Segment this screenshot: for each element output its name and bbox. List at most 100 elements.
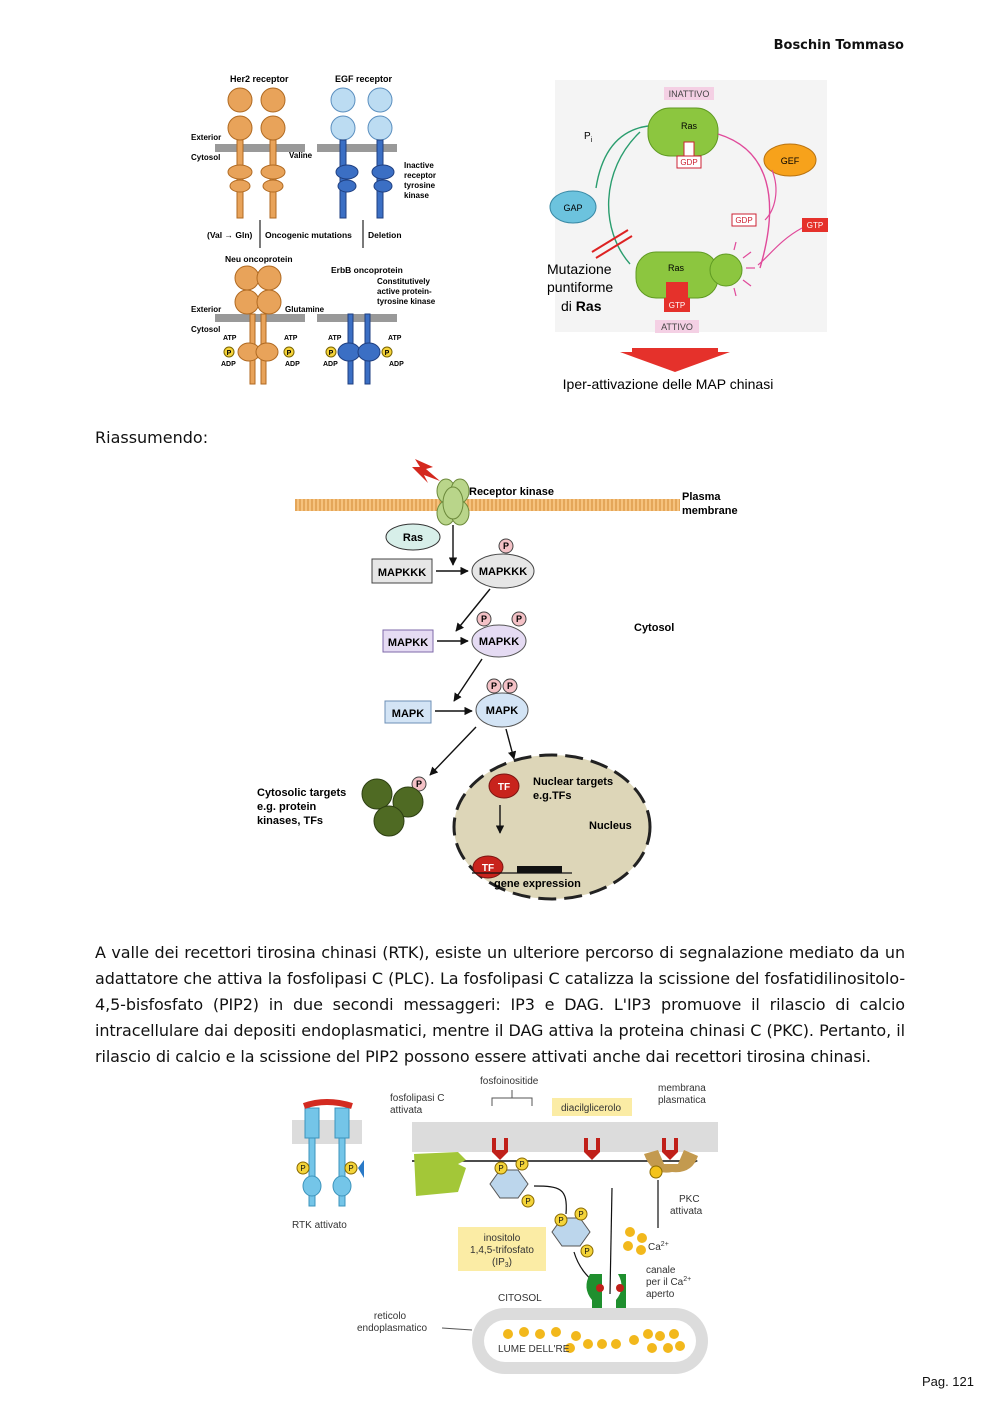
gtp-bound-text: GTP [669, 301, 685, 310]
membrane-rtk-segment [292, 1120, 362, 1144]
phosphate-badges-fig1: P P P P [223, 346, 393, 358]
svg-text:Inactive: Inactive [404, 161, 434, 170]
svg-text:P: P [385, 350, 390, 357]
svg-text:e.g. protein: e.g. protein [257, 801, 317, 813]
lipid-headgroups [492, 1138, 678, 1160]
gtp-incoming-badge [802, 218, 828, 232]
pkc-calcium [649, 1165, 663, 1179]
gdp-slot [683, 141, 695, 157]
calcium-label: Ca2+ [648, 1241, 669, 1253]
mutation-block-1 [591, 229, 629, 253]
arrow-mapk-nuclear [505, 728, 517, 760]
mapkk-inactive-label: MAPKK [388, 637, 428, 649]
membrana-label: membrana [658, 1083, 706, 1094]
plasma-membrane [295, 499, 680, 511]
pip2-headgroup [489, 1169, 529, 1199]
membrane-lower-right [317, 314, 397, 322]
gdp-badge [676, 155, 702, 169]
mapkk-active [471, 624, 527, 658]
mapkk-inactive [382, 629, 434, 653]
plc-label-2: attivata [390, 1105, 423, 1116]
svg-text:P: P [348, 1164, 353, 1173]
svg-text:P: P [578, 1210, 583, 1219]
her2-label: Her2 receptor [230, 74, 289, 84]
hyperactivation-arrow [620, 348, 730, 372]
receptor-kinase-shape [436, 478, 470, 526]
deletion-label: Deletion [368, 230, 402, 240]
arrow-channel-release [609, 1187, 613, 1295]
channel-binding-site-1 [596, 1284, 604, 1292]
receptor-kinase-label: Receptor kinase [469, 486, 554, 498]
figure-ras-cycle: INATTIVO Ras GDP GEF GDP GTP GAP Pi Muta… [547, 80, 828, 392]
svg-text:Nuclear targets: Nuclear targets [533, 776, 613, 788]
exterior-label-2: Exterior [191, 305, 221, 314]
tf-nuclear-target [488, 773, 520, 799]
arrow-pip2-ip3 [533, 1185, 567, 1215]
cytosol-label-fig3: Cytosol [634, 622, 674, 634]
section-heading: Riassumendo: [95, 428, 209, 447]
mapkkk-active-label: MAPKKK [479, 566, 527, 578]
gdp-released-badge [731, 213, 757, 227]
ip3-badge [458, 1227, 546, 1271]
body-paragraph: A valle dei recettori tirosina chinasi (… [95, 943, 905, 1066]
canale-label-3: aperto [646, 1289, 675, 1300]
mutation-block-2 [595, 235, 633, 259]
egf-label: EGF receptor [335, 74, 393, 84]
svg-text:Constitutively: Constitutively [377, 277, 430, 286]
svg-text:P: P [498, 1164, 503, 1173]
svg-text:P: P [507, 681, 513, 691]
svg-text:P: P [300, 1164, 305, 1173]
her2-receptor-shape [227, 87, 286, 219]
gdp-label: GDP [680, 158, 697, 167]
plc-shape [414, 1152, 466, 1196]
active-kinase-label: Constitutively active protein- tyrosine … [377, 277, 436, 306]
inactive-kinase-label: Inactive receptor tyrosine kinase [404, 161, 436, 200]
fosfoinositide-bracket [491, 1097, 533, 1106]
mapkkk-inactive-label: MAPKKK [378, 567, 426, 579]
inattivo-label: INATTIVO [669, 89, 710, 99]
fosfoinositide-label: fosfoinositide [480, 1076, 539, 1087]
erbb-label: ErbB oncoprotein [331, 265, 403, 275]
svg-text:P: P [227, 350, 232, 357]
ras-node [385, 523, 441, 551]
page-number: Pag. 121 [921, 1374, 974, 1389]
mapk-active [475, 692, 529, 728]
svg-text:e.g.TFs: e.g.TFs [533, 790, 572, 802]
ras-active-bulge [709, 253, 743, 287]
rtk-label: RTK attivato [292, 1220, 347, 1231]
svg-text:P: P [287, 350, 292, 357]
svg-text:active protein-: active protein- [377, 287, 432, 296]
gtp-incoming-label: GTP [807, 221, 823, 230]
svg-text:P: P [519, 1160, 524, 1169]
arrow-mapk-cytosolic [429, 726, 477, 776]
gap-label: GAP [563, 203, 582, 213]
svg-text:P: P [503, 541, 509, 551]
svg-text:receptor: receptor [404, 171, 436, 180]
membrane-upper-left [215, 144, 305, 152]
oncogenic-label: Oncogenic mutations [265, 230, 352, 240]
mapk-inactive [384, 700, 432, 724]
reticolo-label-1: reticolo [374, 1311, 407, 1322]
cytosolic-targets-label: Cytosolic targets e.g. protein kinases, … [257, 787, 346, 827]
signal-lightning-icon [412, 459, 440, 483]
rtk-adaptor [358, 1160, 364, 1178]
gap-node [549, 190, 597, 224]
mapk-active-label: MAPK [486, 705, 518, 717]
ip3-label-3: (IP3) [492, 1257, 512, 1269]
attivo-label: ATTIVO [661, 322, 693, 332]
adp-label-4: ADP [389, 361, 404, 368]
svg-text:kinases, TFs: kinases, TFs [257, 815, 323, 827]
plasma-label: Plasma [682, 491, 721, 503]
author-name: Boschin Tommaso [773, 38, 904, 53]
pi-label: Pi [584, 131, 593, 144]
calcium-ions-er [503, 1327, 685, 1353]
glutamine-label: Glutamine [285, 305, 325, 314]
lume-label: LUME DELL'RE [498, 1344, 570, 1355]
tf-label-2: TF [482, 863, 494, 874]
svg-text:P: P [416, 779, 422, 789]
neu-label: Neu oncoprotein [225, 254, 293, 264]
atp-label-3: ATP [328, 335, 342, 342]
svg-text:tyrosine: tyrosine [404, 181, 436, 190]
arrow-gdp-release [764, 169, 777, 221]
gtp-bound-badge [664, 298, 690, 312]
